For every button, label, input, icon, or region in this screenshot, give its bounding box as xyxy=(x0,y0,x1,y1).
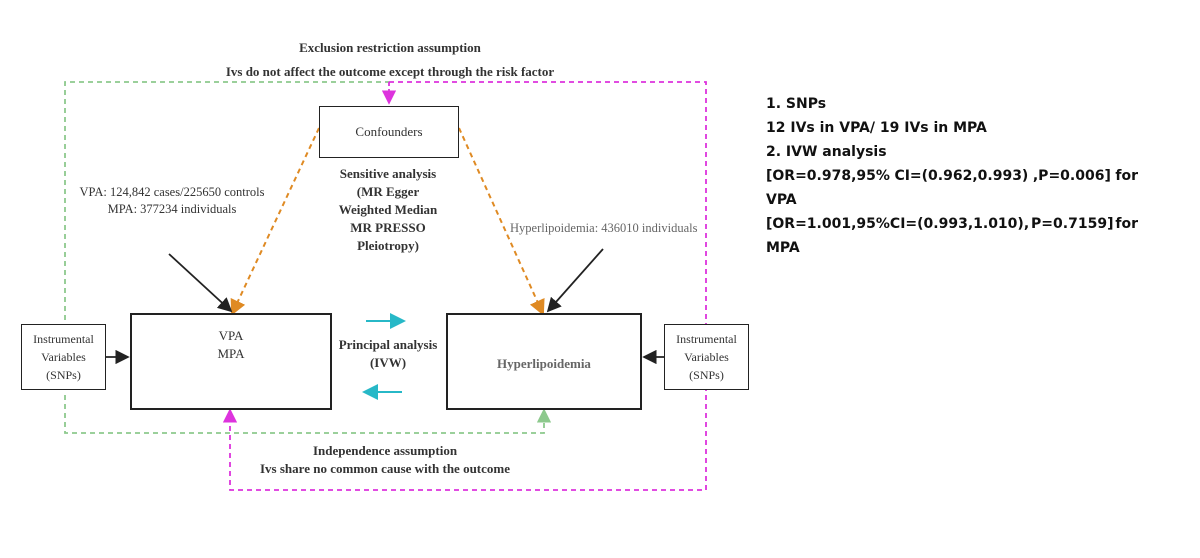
vpa-source-line: VPA: 124,842 cases/225650 controls xyxy=(79,185,265,199)
results-summary: 1. SNPs 12 IVs in VPA/ 19 IVs in MPA 2. … xyxy=(766,92,1138,260)
right-iv-line-2: Variables xyxy=(684,350,729,364)
green-exclusion-path xyxy=(64,81,389,320)
summary-line-4-part-4: for xyxy=(1115,168,1138,184)
summary-line-4-part-2: CI=(0.962,0.993) xyxy=(894,168,1029,184)
left-iv-box: Instrumental Variables (SNPs) xyxy=(21,324,106,390)
summary-line-5: VPA xyxy=(766,192,797,208)
summary-line-6-part-2: P=0.7159] xyxy=(1031,216,1114,232)
left-source-text: VPA: 124,842 cases/225650 controls MPA: … xyxy=(72,184,272,218)
right-iv-line-3: (SNPs) xyxy=(689,368,724,382)
principal-analysis-line-2: (IVW) xyxy=(369,355,407,370)
summary-line-6-part-3: for xyxy=(1115,216,1138,232)
confounders-box: Confounders xyxy=(319,106,459,158)
sensitive-analysis-line-3: Weighted Median xyxy=(338,202,438,217)
sensitive-analysis-text: Sensitive analysis (MR Egger Weighted Me… xyxy=(318,165,458,255)
left-source-arrow xyxy=(168,253,233,313)
independence-description: Ivs share no common cause with the outco… xyxy=(260,461,510,476)
summary-line-4-part-3: ,P=0.006] xyxy=(1032,168,1111,184)
confounder-to-exposure-arrow xyxy=(230,127,320,316)
mpa-source-line: MPA: 377234 individuals xyxy=(107,202,237,216)
principal-analysis-text: Principal analysis (IVW) xyxy=(338,336,438,372)
sensitive-analysis-line-4: MR PRESSO xyxy=(350,220,426,235)
right-iv-label: Instrumental Variables (SNPs) xyxy=(665,325,748,384)
sensitive-analysis-line-1: Sensitive analysis xyxy=(339,166,437,181)
exclusion-description: Ivs do not affect the outcome except thr… xyxy=(225,64,555,79)
bottom-note: Independence assumption Ivs share no com… xyxy=(235,442,535,478)
summary-line-6: [OR=1.001,95%CI=(0.993,1.010), P=0.7159]… xyxy=(766,212,1138,236)
summary-line-7: MPA xyxy=(766,240,800,256)
right-source-text: Hyperlipoidemia: 436010 individuals xyxy=(510,221,698,235)
magenta-top-path xyxy=(222,81,707,491)
left-iv-line-1: Instrumental xyxy=(33,332,94,346)
right-iv-line-1: Instrumental xyxy=(676,332,737,346)
summary-line-3: 2. IVW analysis xyxy=(766,144,887,160)
sensitive-analysis-line-5: Pleiotropy) xyxy=(357,238,419,253)
summary-line-4-part-1: [OR=0.978,95% xyxy=(766,168,890,184)
principal-analysis-line-1: Principal analysis xyxy=(338,337,438,352)
confounders-label: Confounders xyxy=(355,124,423,139)
right-iv-box: Instrumental Variables (SNPs) xyxy=(664,324,749,390)
left-iv-line-2: Variables xyxy=(41,350,86,364)
right-source-arrow xyxy=(546,248,604,313)
outcome-label: Hyperlipoidemia xyxy=(497,356,591,371)
independence-title: Independence assumption xyxy=(312,443,458,458)
sensitive-analysis-line-2: (MR Egger xyxy=(356,184,420,199)
exposure-box: VPA MPA xyxy=(130,313,332,410)
exposure-mpa: MPA xyxy=(217,346,245,361)
summary-line-6-part-1: [OR=1.001,95%CI=(0.993,1.010), xyxy=(766,216,1030,232)
summary-line-2: 12 IVs in VPA/ 19 IVs in MPA xyxy=(766,120,987,136)
summary-line-1: 1. SNPs xyxy=(766,96,827,112)
exposure-label: VPA MPA xyxy=(132,315,330,363)
left-iv-label: Instrumental Variables (SNPs) xyxy=(22,325,105,384)
exclusion-title: Exclusion restriction assumption xyxy=(299,40,481,55)
exposure-vpa: VPA xyxy=(218,328,244,343)
left-iv-line-3: (SNPs) xyxy=(46,368,81,382)
confounder-to-outcome-arrow xyxy=(458,127,545,316)
green-independence-path xyxy=(64,395,552,434)
outcome-box: Hyperlipoidemia xyxy=(446,313,642,410)
top-note: Exclusion restriction assumption Ivs do … xyxy=(210,36,570,84)
summary-line-4: [OR=0.978,95% CI=(0.962,0.993) ,P=0.006]… xyxy=(766,164,1138,188)
